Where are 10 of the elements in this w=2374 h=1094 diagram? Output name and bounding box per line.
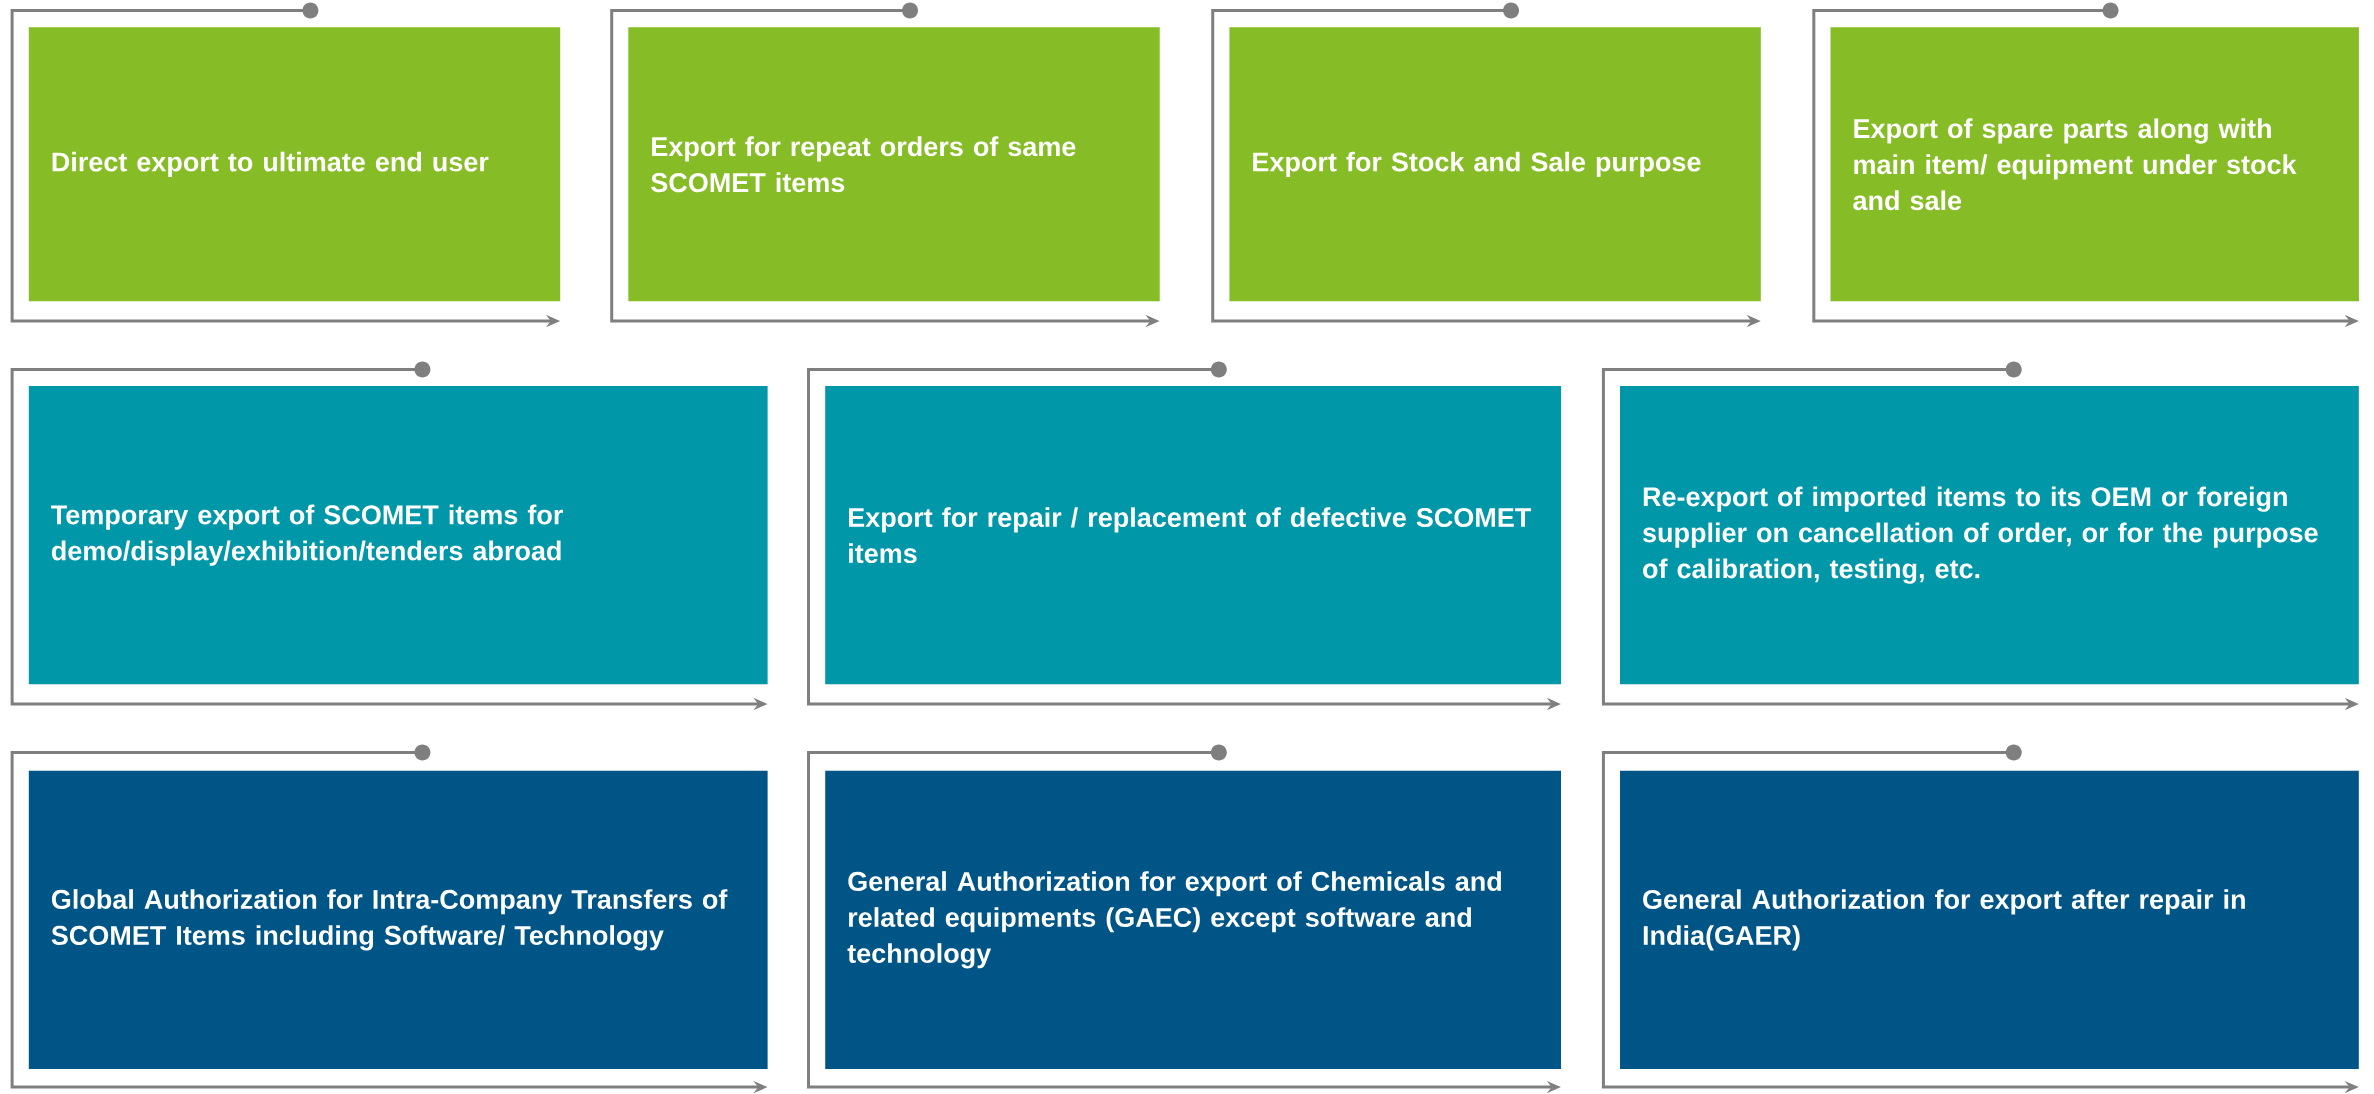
process-box: Temporary export of SCOMET items for demo/display/exhibition/tenders abroad [28, 386, 768, 685]
process-box: Export of spare parts along with main item/ equipment under stock and sale [1830, 27, 2359, 302]
process-box: Global Authorization for Intra-Company Transfers of SCOMET Items including Software/ Technology [28, 770, 768, 1069]
process-box: General Authorization for export of Chemicals and related equipments (GAEC) except software and technology [825, 770, 1561, 1069]
process-box: Export for repair / replacement of defective SCOMET items [825, 386, 1561, 685]
process-box: Direct export to ultimate end user [28, 27, 561, 302]
process-box: General Authorization for export after repair in India(GAER) [1620, 770, 2359, 1069]
process-box: Export for repeat orders of same SCOMET items [628, 27, 1160, 302]
process-box: Re-export of imported items to its OEM or foreign supplier on cancellation of order, or for the purpose of calibration, testing, etc. [1620, 386, 2359, 685]
process-box: Export for Stock and Sale purpose [1229, 27, 1761, 302]
